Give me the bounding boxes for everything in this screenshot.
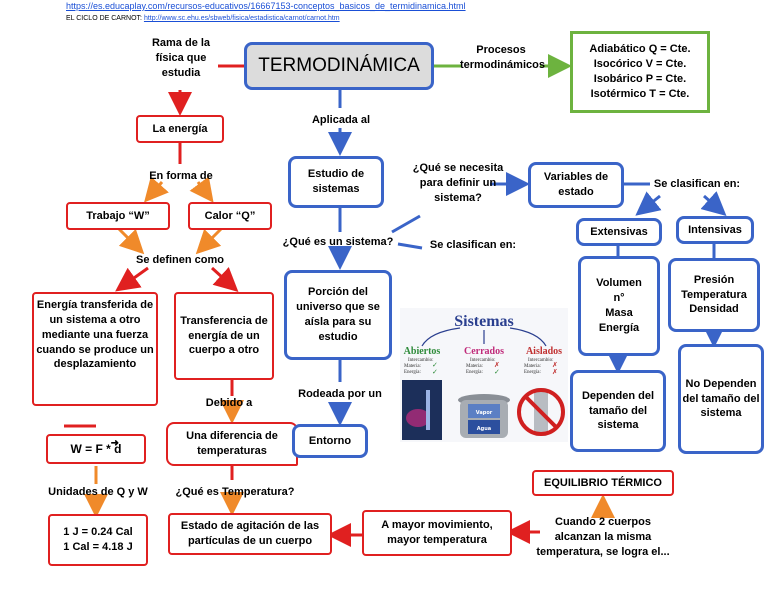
trabajo-text: Trabajo “W” [86,209,150,222]
extensivas-box: Extensivas [576,218,662,246]
intensivas-text: Intensivas [688,223,742,236]
abiertos-materia-mark: ✓ [432,361,438,369]
sistemas-svg: Sistemas Abiertos Cerrados Aislados Inte… [402,313,565,440]
ext-masa: Masa [605,307,633,319]
def-trabajo-box: Energía transferida de un sistema a otro… [32,292,158,406]
rama-label: Rama de la física que estudia [151,37,211,79]
cuando-2-cuerpos-label: Cuando 2 cuerpos alcanzan la misma tempe… [536,516,670,558]
aislados-energia-mark: ✗ [552,368,558,376]
mayor-movimiento-box: A mayor movimiento, mayor temperatura [362,510,512,556]
proceso-isobarico: Isobárico P = Cte. [593,73,687,85]
unidad-joule: 1 J = 0.24 Cal [63,526,133,539]
abiertos-row-0: Intercambio: [408,358,434,363]
proceso-adiabatico: Adiabático Q = Cte. [589,43,691,56]
aislados-materia-mark: ✗ [552,361,558,369]
carnot-link[interactable]: http://www.sc.ehu.es/sbweb/fisica/estadi… [143,15,340,22]
def-trabajo-text: Energía transferida de un sistema a otro… [36,299,154,371]
sistemas-illustration: Sistemas Abiertos Cerrados Aislados Inte… [400,308,568,442]
cerrados-row-2: Energía: [466,370,483,375]
la-energia-box: La energía [136,115,224,143]
procesos-label: Procesos termodinámicos [460,44,545,71]
sistemas-title: Sistemas [454,313,514,330]
cerrados-materia-mark: ✗ [494,361,500,369]
no-dependen-text: No Dependen del tamaño del sistema [682,377,760,420]
ext-moles: n° [613,292,625,305]
intensivas-items-box: Presión Temperatura Densidad [668,258,760,332]
extensivas-items-box: Volumen n° Masa Energía [578,256,660,356]
aislados-row-2: Energía: [524,370,541,375]
en-forma-de-label: En forma de [149,170,213,182]
cerrados-label: Cerrados [464,346,504,357]
equilibrio-box: EQUILIBRIO TÉRMICO [532,470,674,496]
rodeada-por-label: Rodeada por un [298,388,382,400]
se-definen-como-label: Se definen como [135,254,225,266]
formula-text: W = F * d [70,441,122,456]
ext-energia: Energía [598,321,640,334]
def-calor-text: Transferencia de energía de un cuerpo a … [180,314,268,357]
formula-box: W = F * d ➜ [46,434,146,464]
vector-arrow-icon: ➜ [110,438,119,449]
abiertos-row-1: Materia: [404,364,421,369]
se-clasifican-sistemas-label: Se clasifican en: [429,239,517,251]
aplicada-al-label: Aplicada al [311,114,371,126]
cerrados-row-1: Materia: [466,364,483,369]
entorno-text: Entorno [308,434,352,447]
aislados-row-0: Intercambio: [528,358,554,363]
que-es-temperatura-label: ¿Qué es Temperatura? [175,486,295,498]
estudio-sistemas-box: Estudio de sistemas [288,156,384,208]
carnot-prefix: EL CICLO DE CARNOT: [66,15,142,22]
unidades-label: Unidades de Q y W [48,486,148,498]
extensivas-text: Extensivas [590,225,648,238]
variables-estado-box: Variables de estado [528,162,624,208]
estado-agitacion-box: Estado de agitación de las partículas de… [168,513,332,555]
aislados-label: Aislados [526,346,562,357]
vapor-label: Vapor [476,410,493,416]
dependen-box: Dependen del tamaño del sistema [570,370,666,452]
cerrados-energia-mark: ✓ [494,368,500,376]
una-diferencia-text: Una diferencia de temperaturas [186,430,278,457]
trabajo-box: Trabajo “W” [66,202,170,230]
abiertos-row-2: Energía: [404,370,421,375]
equilibrio-text: EQUILIBRIO TÉRMICO [544,476,662,489]
estado-agitacion-text: Estado de agitación de las partículas de… [180,520,320,547]
unidad-caloria: 1 Cal = 4.18 J [63,541,133,553]
int-presion: Presión [693,273,735,286]
dependen-text: Dependen del tamaño del sistema [581,389,655,432]
intensivas-box: Intensivas [676,216,754,244]
la-energia-text: La energía [152,122,208,135]
carnot-link-line: EL CICLO DE CARNOT: http://www.sc.ehu.es… [66,15,340,22]
title-text: TERMODINÁMICA [258,55,420,77]
title-box: TERMODINÁMICA [244,42,434,90]
prohibited-icon [517,388,565,436]
agua-label: Agua [477,426,491,432]
abiertos-label: Abiertos [404,346,441,357]
entorno-box: Entorno [292,424,368,458]
se-clasifican-variables-label: Se clasifican en: [653,178,741,190]
calor-text: Calor “Q” [204,209,256,222]
variables-estado-text: Variables de estado [543,171,609,198]
no-dependen-box: No Dependen del tamaño del sistema [678,344,764,454]
debido-a-label: Debido a [205,397,253,409]
una-diferencia-box: Una diferencia de temperaturas [166,422,298,466]
int-densidad: Densidad [689,303,739,316]
educaplay-link[interactable]: https://es.educaplay.com/recursos-educat… [66,1,466,11]
proceso-isotermico: Isotérmico T = Cte. [590,87,690,100]
procesos-box: Adiabático Q = Cte. Isocórico V = Cte. I… [570,31,710,113]
mayor-movimiento-text: A mayor movimiento, mayor temperatura [381,519,493,546]
aislados-row-1: Materia: [524,364,541,369]
porcion-text: Porción del universo que se aísla para s… [296,286,380,343]
estudio-sistemas-text: Estudio de sistemas [307,168,365,195]
calor-box: Calor “Q” [188,202,272,230]
abiertos-energia-mark: ✓ [432,368,438,376]
porcion-box: Porción del universo que se aísla para s… [284,270,392,360]
proceso-isocorico: Isocórico V = Cte. [593,58,687,71]
cerrados-row-0: Intercambio: [470,358,496,363]
def-calor-box: Transferencia de energía de un cuerpo a … [174,292,274,380]
que-se-necesita-label: ¿Qué se necesita para definir un sistema… [412,162,504,204]
int-temperatura: Temperatura [681,288,747,301]
ext-volumen: Volumen [596,277,642,290]
unidades-box: 1 J = 0.24 Cal 1 Cal = 4.18 J [48,514,148,566]
que-es-sistema-label: ¿Qué es un sistema? [282,236,394,248]
